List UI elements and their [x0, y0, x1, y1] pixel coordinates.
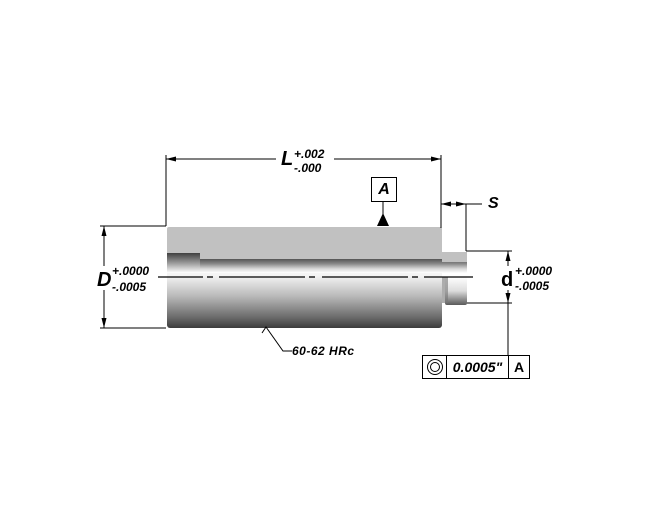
hardness-leader	[261, 326, 292, 352]
minor-diameter-tol-minus: -.0005	[515, 279, 550, 293]
step-dimension	[441, 201, 512, 252]
datum-label: A	[378, 180, 390, 198]
length-tol-plus: +.002	[294, 147, 325, 161]
fcf-tolerance: 0.0005"	[447, 356, 509, 378]
fcf-datum-ref: A	[513, 359, 525, 375]
part-body	[167, 227, 467, 328]
minor-diameter-dimension	[467, 251, 512, 355]
length-symbol: L	[281, 148, 294, 170]
major-diameter-dimension	[100, 225, 166, 329]
minor-diameter-tol-plus: +.0000	[515, 264, 553, 278]
minor-diameter-symbol: d	[501, 269, 514, 291]
hardness-note: 60-62 HRc	[292, 344, 355, 358]
length-dimension	[165, 155, 442, 228]
datum-feature-symbol	[377, 200, 389, 226]
feature-control-frame: 0.0005" A	[422, 355, 530, 379]
major-diameter-symbol: D	[97, 269, 112, 291]
major-diameter-tol-minus: -.0005	[112, 280, 147, 294]
datum-label-box: A	[371, 177, 397, 202]
length-tol-minus: -.000	[294, 161, 322, 175]
step-symbol: S	[488, 195, 499, 212]
major-diameter-tol-plus: +.0000	[112, 264, 150, 278]
concentricity-icon	[423, 356, 447, 378]
